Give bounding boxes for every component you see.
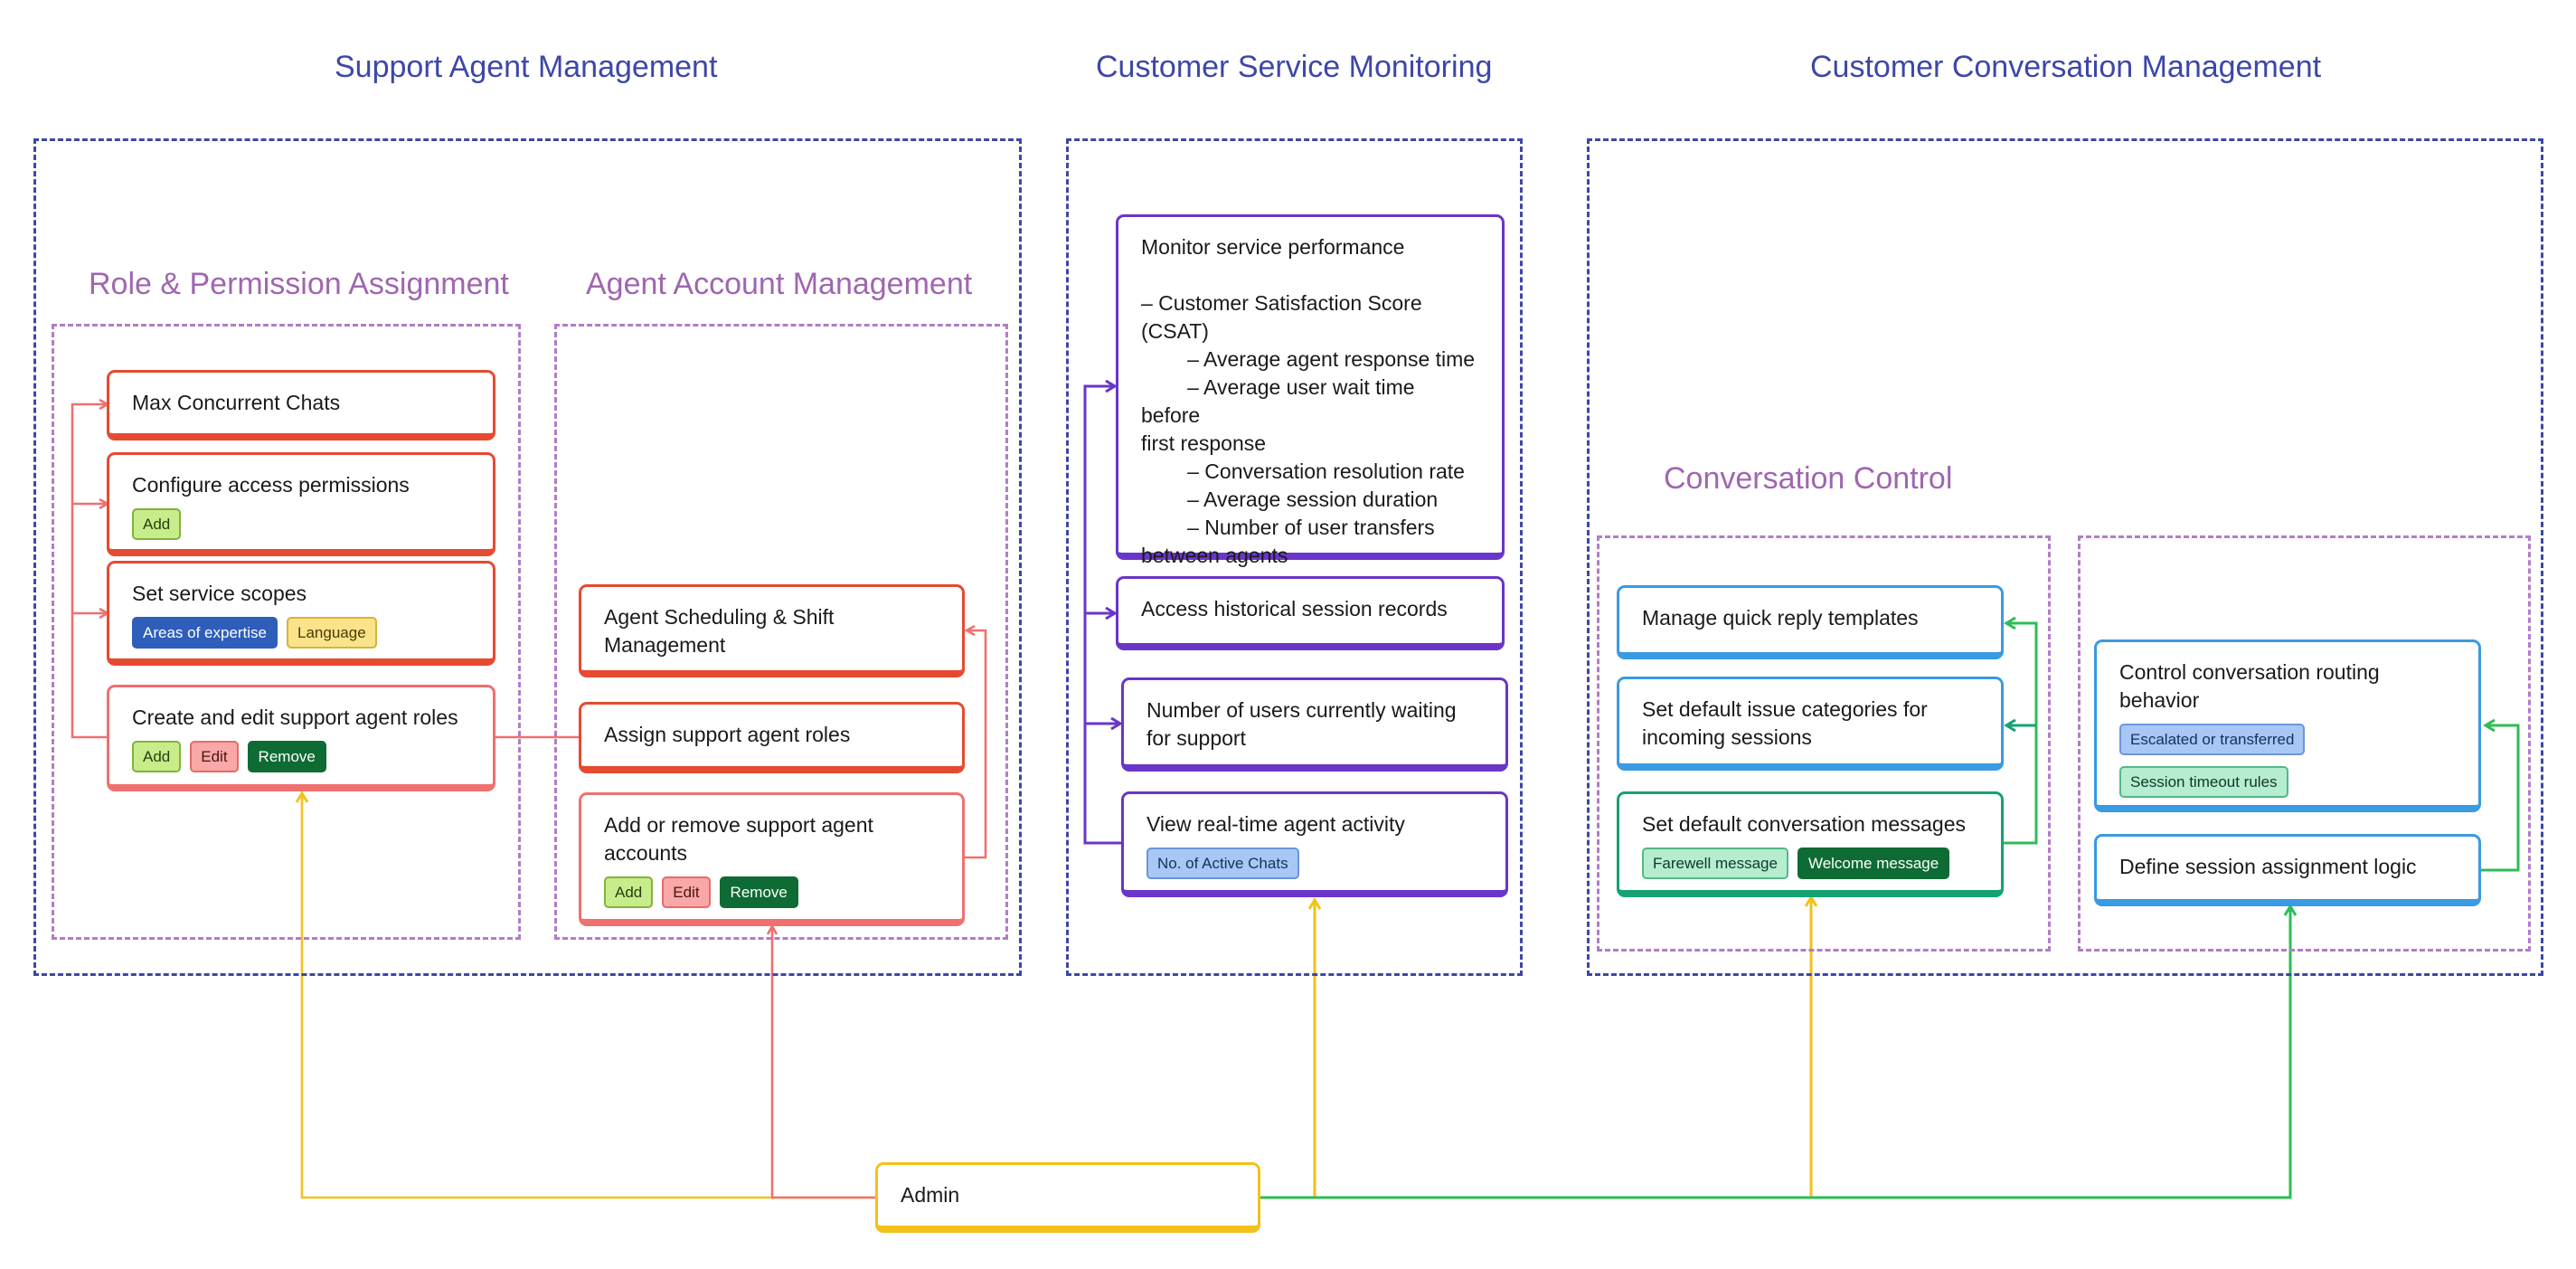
node-label: View real-time agent activity (1146, 812, 1405, 836)
node-historical-session-records[interactable]: Access historical session records (1116, 576, 1505, 650)
node-label: Define session assignment logic (2119, 855, 2417, 878)
node-routing-behavior[interactable]: Control conversation routing behavior Es… (2094, 639, 2481, 812)
node-default-issue-categories[interactable]: Set default issue categories for incomin… (1617, 677, 2004, 771)
node-label: Configure access permissions (132, 473, 410, 497)
node-monitor-service-performance[interactable]: Monitor service performance – Customer S… (1116, 214, 1505, 567)
subgroup-title-role-permission: Role & Permission Assignment (89, 267, 509, 301)
group-customer-service-monitoring (1066, 138, 1523, 976)
group-agent-account (554, 324, 1008, 940)
tag-active-chats[interactable]: No. of Active Chats (1146, 848, 1299, 879)
node-create-edit-agent-roles[interactable]: Create and edit support agent roles Add … (107, 685, 495, 791)
node-label: Control conversation routing behavior (2119, 660, 2380, 712)
node-label: Agent Scheduling & Shift Management (604, 605, 835, 657)
tag-escalated-transferred[interactable]: Escalated or transferred (2119, 724, 2306, 755)
section-title-customer-service-monitoring: Customer Service Monitoring (1096, 50, 1493, 84)
tag-add[interactable]: Add (604, 876, 654, 908)
tag-areas-of-expertise[interactable]: Areas of expertise (132, 617, 278, 649)
node-label: Access historical session records (1141, 597, 1448, 620)
group-support-agent-management (33, 138, 1022, 976)
group-conversation-control (1597, 535, 2051, 952)
edge-admin-to-create-roles (302, 794, 875, 1199)
tag-remove[interactable]: Remove (247, 741, 326, 772)
edge-roles-to-max-concurrent (71, 404, 107, 739)
edge-messages-to-quick-reply (2004, 623, 2038, 845)
node-set-service-scopes[interactable]: Set service scopes Areas of expertise La… (107, 561, 495, 666)
tag-welcome-message[interactable]: Welcome message (1797, 848, 1950, 879)
edge-admin-to-accounts (772, 927, 875, 1199)
node-session-assignment-logic[interactable]: Define session assignment logic (2094, 834, 2481, 906)
edge-assignment-to-routing (2479, 725, 2520, 872)
section-title-customer-conversation-management: Customer Conversation Management (1810, 50, 2322, 84)
node-assign-agent-roles[interactable]: Assign support agent roles (579, 702, 965, 773)
node-label: Assign support agent roles (604, 723, 851, 746)
node-realtime-agent-activity[interactable]: View real-time agent activity No. of Act… (1121, 791, 1508, 897)
edge-accounts-to-scheduling (965, 630, 987, 859)
node-label: Set default issue categories for incomin… (1642, 697, 1928, 749)
node-label: Set service scopes (132, 582, 307, 605)
node-label: Set default conversation messages (1642, 812, 1966, 836)
node-users-waiting[interactable]: Number of users currently waiting for su… (1121, 677, 1508, 772)
tag-add[interactable]: Add (132, 508, 182, 540)
node-label: Create and edit support agent roles (132, 706, 458, 729)
node-label: Admin (901, 1183, 960, 1207)
group-routing (2078, 535, 2531, 952)
node-label: Max Concurrent Chats (132, 391, 341, 414)
node-max-concurrent-chats[interactable]: Max Concurrent Chats (107, 370, 495, 440)
node-label: Manage quick reply templates (1642, 606, 1919, 630)
tag-farewell-message[interactable]: Farewell message (1642, 848, 1788, 879)
section-title-support-agent-management: Support Agent Management (335, 50, 718, 84)
tag-edit[interactable]: Edit (662, 876, 711, 908)
tag-add[interactable]: Add (132, 741, 182, 772)
edge-admin-to-assignment (1260, 907, 2290, 1199)
tag-language[interactable]: Language (287, 617, 377, 649)
node-quick-reply-templates[interactable]: Manage quick reply templates (1617, 585, 2004, 659)
tag-remove[interactable]: Remove (719, 876, 798, 908)
node-label: Monitor service performance – Customer S… (1141, 235, 1476, 567)
node-agent-scheduling[interactable]: Agent Scheduling & Shift Management (579, 584, 965, 677)
tag-session-timeout-rules[interactable]: Session timeout rules (2119, 766, 2288, 798)
tag-edit[interactable]: Edit (190, 741, 239, 772)
group-role-permission (52, 324, 521, 940)
subgroup-title-agent-account: Agent Account Management (586, 267, 973, 301)
node-label: Add or remove support agent accounts (604, 813, 873, 865)
node-label: Number of users currently waiting for su… (1146, 698, 1457, 750)
node-default-conversation-messages[interactable]: Set default conversation messages Farewe… (1617, 791, 2004, 897)
node-add-remove-agent-accounts[interactable]: Add or remove support agent accounts Add… (579, 792, 965, 926)
node-admin[interactable]: Admin (875, 1162, 1260, 1233)
subgroup-title-conversation-control: Conversation Control (1664, 461, 1953, 496)
group-customer-conversation-management (1587, 138, 2543, 976)
node-configure-access-permissions[interactable]: Configure access permissions Add (107, 452, 495, 556)
